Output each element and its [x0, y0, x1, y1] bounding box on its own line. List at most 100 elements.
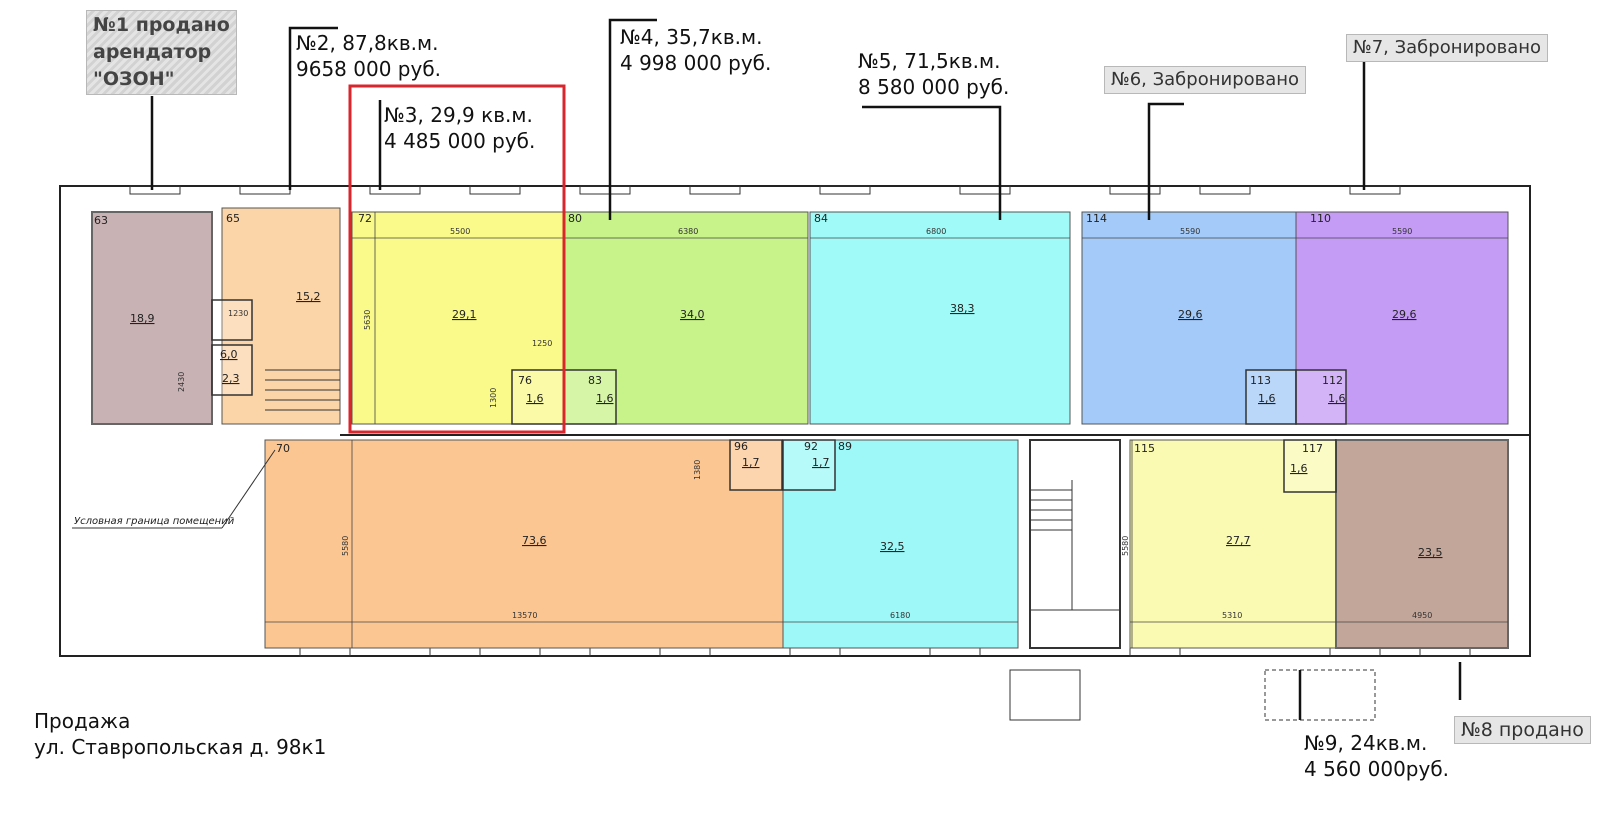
room-area: 34,0 — [680, 308, 705, 321]
unit1-line2: арендатор — [93, 41, 212, 63]
unit4-price: 4 998 000 руб. — [620, 51, 772, 75]
room-area: 29,6 — [1178, 308, 1203, 321]
dimension-label: 6800 — [926, 227, 946, 236]
dimension-label: 6180 — [890, 611, 910, 620]
unit9-callout: №9, 24кв.м. 4 560 000руб. — [1304, 730, 1449, 782]
dimension-label: 1230 — [228, 309, 248, 318]
unit1-callout: №1 продано арендатор "ОЗОН" — [86, 10, 237, 95]
dimension-label: 13570 — [512, 611, 537, 620]
unit3-callout: №3, 29,9 кв.м. 4 485 000 руб. — [384, 102, 535, 154]
unit8-callout: №8 продано — [1454, 716, 1591, 744]
unit1-line3: "ОЗОН" — [93, 68, 175, 90]
room-number: 83 — [588, 374, 602, 387]
dimension-label: 5630 — [363, 310, 372, 330]
room-area: 38,3 — [950, 302, 975, 315]
unit5-price: 8 580 000 руб. — [858, 75, 1010, 99]
room-unit3 — [351, 211, 565, 425]
dimension-label: 5500 — [450, 227, 470, 236]
room-number: 76 — [518, 374, 532, 387]
boundary-note: Условная граница помещений — [74, 516, 235, 527]
footer-address: ул. Ставропольская д. 98к1 — [34, 735, 327, 759]
unit9-price: 4 560 000руб. — [1304, 757, 1450, 781]
dimension-label: 5310 — [1222, 611, 1242, 620]
room-unit8 — [1335, 439, 1509, 649]
wc-area: 1,6 — [1290, 462, 1308, 475]
dimension-label: 5590 — [1180, 227, 1200, 236]
wc-blocks — [211, 299, 1347, 493]
unit7-status: №7, Забронировано — [1353, 37, 1542, 58]
room-number: 113 — [1250, 374, 1271, 387]
room-number: 72 — [358, 212, 372, 225]
room-number: 84 — [814, 212, 828, 225]
wc-area: 1,6 — [596, 392, 614, 405]
room-number: 117 — [1302, 442, 1323, 455]
room-number: 114 — [1086, 212, 1107, 225]
room-area: 29,6 — [1392, 308, 1417, 321]
unit7-callout: №7, Забронировано — [1346, 34, 1549, 62]
unit8-status: №8 продано — [1461, 719, 1584, 741]
room-number: 65 — [226, 212, 240, 225]
room-area: 73,6 — [522, 534, 547, 547]
room-number: 110 — [1310, 212, 1331, 225]
wc-area: 6,0 — [220, 348, 238, 361]
wc-area: 1,6 — [1258, 392, 1276, 405]
unit2-callout: №2, 87,8кв.м. 9658 000 руб. — [296, 30, 441, 82]
room-unit7 — [1295, 211, 1509, 425]
unit6-status: №6, Забронировано — [1111, 69, 1300, 90]
room-number: 115 — [1134, 442, 1155, 455]
unit9-area: №9, 24кв.м. — [1304, 731, 1428, 755]
wc-area: 2,3 — [222, 372, 240, 385]
dimension-label: 5590 — [1392, 227, 1412, 236]
footer-text: Продажа ул. Ставропольская д. 98к1 — [34, 708, 326, 760]
unit6-callout: №6, Забронировано — [1104, 66, 1307, 94]
dimension-label: 2430 — [177, 372, 186, 392]
unit3-highlight — [348, 84, 566, 434]
room-number: 112 — [1322, 374, 1343, 387]
room-stair-left — [221, 207, 341, 425]
dimension-label: 6380 — [678, 227, 698, 236]
room-area: 27,7 — [1226, 534, 1251, 547]
room-unit5-lower — [782, 439, 1019, 649]
room-number: 80 — [568, 212, 582, 225]
unit4-callout: №4, 35,7кв.м. 4 998 000 руб. — [620, 24, 771, 76]
room-area: 18,9 — [130, 312, 155, 325]
room-area: 32,5 — [880, 540, 905, 553]
unit2-area: №2, 87,8кв.м. — [296, 31, 439, 55]
room-stairwell — [1029, 439, 1121, 649]
unit1-line1: №1 продано — [93, 14, 230, 36]
wc-area: 1,7 — [812, 456, 830, 469]
wc-area: 1,6 — [1328, 392, 1346, 405]
room-area: 23,5 — [1418, 546, 1443, 559]
border-note-leader — [221, 449, 276, 529]
room-unit9 — [1129, 439, 1337, 649]
footer-sale: Продажа — [34, 709, 131, 733]
unit4-area: №4, 35,7кв.м. — [620, 25, 763, 49]
room-unit4 — [563, 211, 809, 425]
room-number: 70 — [276, 442, 290, 455]
stair-lines — [265, 369, 1376, 721]
room-unit6 — [1081, 211, 1297, 425]
dimension-label: 1380 — [693, 460, 702, 480]
dimension-label: 4950 — [1412, 611, 1432, 620]
unit5-callout: №5, 71,5кв.м. 8 580 000 руб. — [858, 48, 1009, 100]
unit3-price: 4 485 000 руб. — [384, 129, 536, 153]
room-unit5 — [809, 211, 1071, 425]
dimension-label: 5580 — [1121, 536, 1130, 556]
dimension-label: 5580 — [341, 536, 350, 556]
room-area: 15,2 — [296, 290, 321, 303]
room-number: 63 — [94, 214, 108, 227]
dimension-label: 1250 — [532, 339, 552, 348]
wc-area: 1,6 — [526, 392, 544, 405]
room-area: 29,1 — [452, 308, 477, 321]
unit2-price: 9658 000 руб. — [296, 57, 442, 81]
unit3-area: №3, 29,9 кв.м. — [384, 103, 533, 127]
wc-area: 1,7 — [742, 456, 760, 469]
room-number: 92 — [804, 440, 818, 453]
dimension-label: 1300 — [489, 388, 498, 408]
room-ozon — [91, 211, 213, 425]
dimension-lines — [265, 212, 1508, 648]
unit5-area: №5, 71,5кв.м. — [858, 49, 1001, 73]
room-number: 89 — [838, 440, 852, 453]
room-number: 96 — [734, 440, 748, 453]
